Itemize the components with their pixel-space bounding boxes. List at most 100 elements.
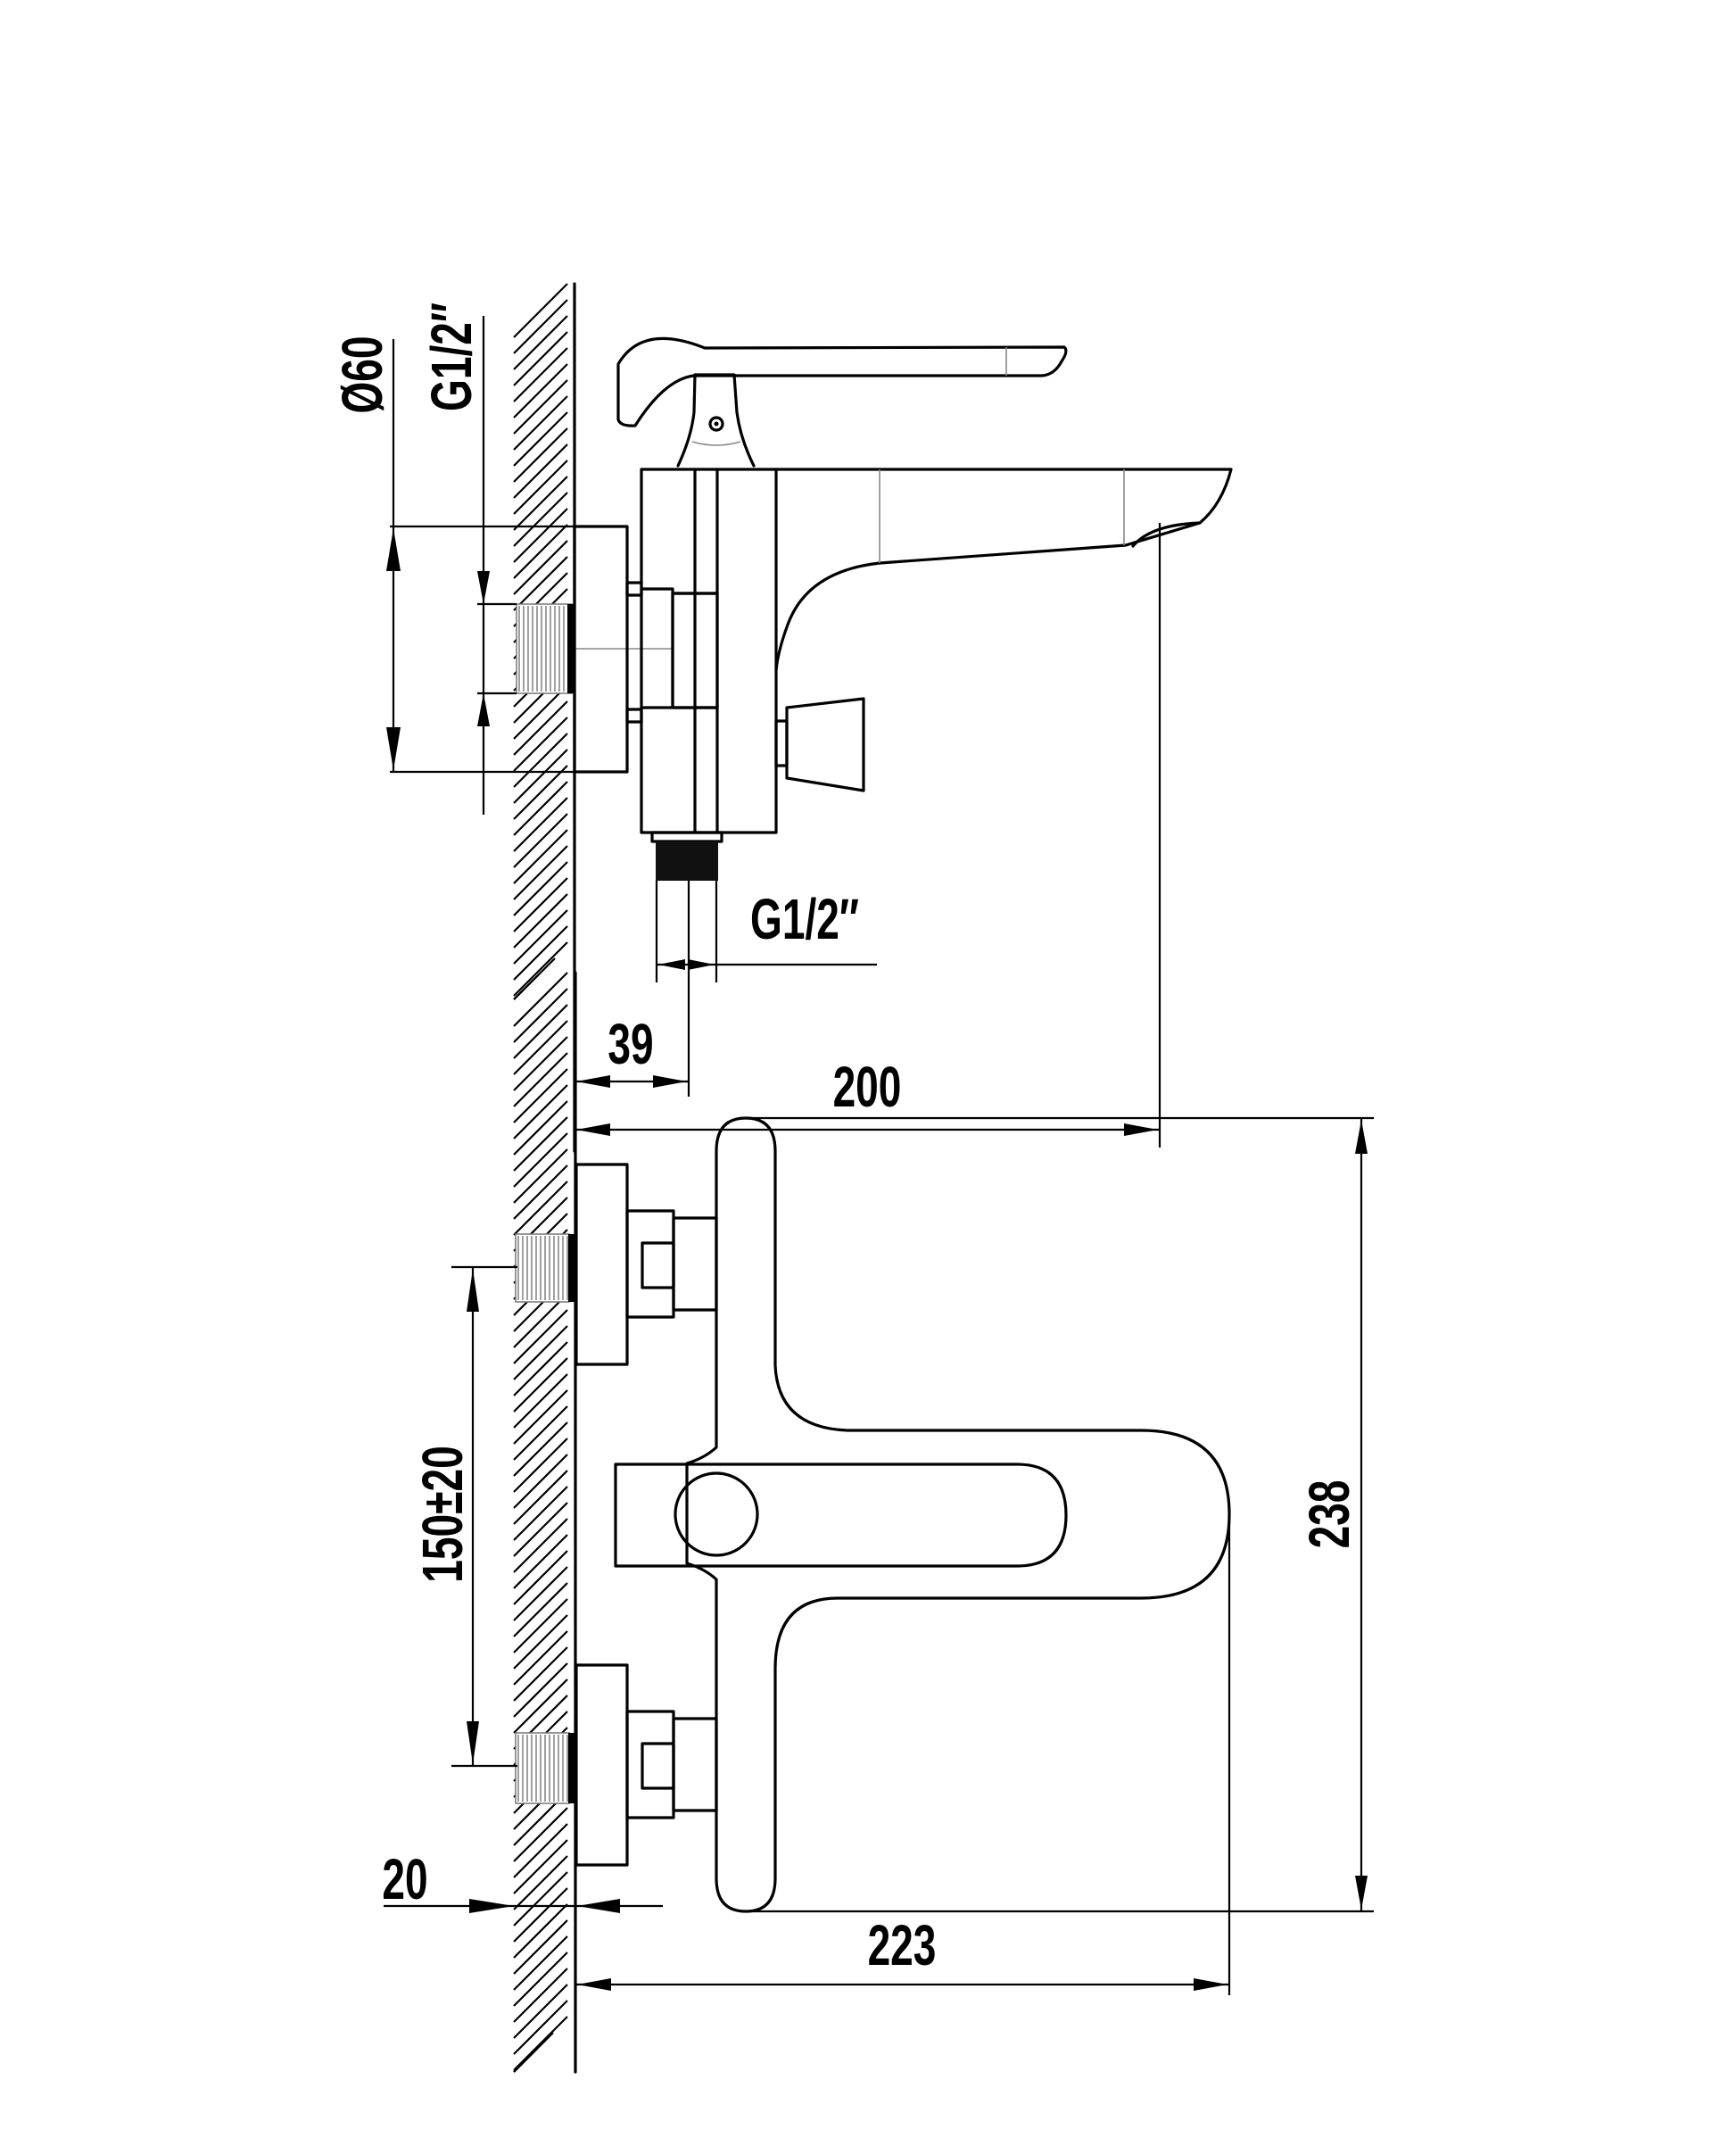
hatch-line [513, 1325, 568, 1380]
spout-top [774, 468, 1233, 672]
hatch-line [513, 1887, 568, 1943]
hatch-line [513, 1100, 568, 1156]
cartridge-cap-front [674, 1471, 759, 1557]
hatch-line [513, 556, 568, 611]
dimension-label: 39 [608, 1013, 653, 1076]
hatch-line [513, 1662, 568, 1718]
hatch-line [513, 1084, 568, 1139]
hatch-line [513, 717, 568, 772]
dimension-height: 238 [748, 1116, 1374, 1913]
hatch-line [513, 1582, 568, 1637]
hatch-line [513, 443, 568, 499]
inlet-thread-lower [515, 1732, 575, 1804]
hatch-line [513, 813, 568, 868]
hatch-line [513, 1116, 568, 1172]
hatch-line [513, 508, 568, 563]
hatch-line [513, 1614, 568, 1670]
hatch-line [513, 1132, 568, 1188]
hatch-line [513, 1871, 568, 1927]
hatch-line [513, 941, 568, 997]
hatch-line [513, 1389, 568, 1445]
hatch-line [513, 829, 568, 884]
hatch-line [513, 1502, 568, 1557]
hatch-line [513, 797, 568, 852]
hatch-line [513, 988, 568, 1043]
inlet-thread-top [516, 603, 575, 694]
hatch-line [513, 476, 568, 531]
hatch-line [513, 363, 568, 418]
inlet-thread-upper [515, 1233, 575, 1303]
outlet-thread-top [650, 831, 723, 881]
dimension-label: 150±20 [411, 1446, 475, 1582]
dimension-outlet-thread: G1/2″ [655, 881, 877, 982]
hatch-line [513, 1839, 568, 1894]
hatch-line [513, 427, 568, 483]
hatch-line [513, 492, 568, 547]
hatch-line [513, 1068, 568, 1123]
hatch-line [513, 1919, 568, 1975]
lower-connector [575, 1663, 718, 1867]
hatch-line [513, 411, 568, 467]
hatch-line [513, 861, 568, 916]
dimension-label: 223 [868, 1914, 937, 1977]
mixer-body-top [640, 468, 778, 834]
hatch-line [513, 1903, 568, 1959]
hatch-line [513, 1968, 568, 2023]
hatch-line [513, 315, 568, 370]
hatch-line [513, 1293, 568, 1348]
dimension-label: 20 [382, 1848, 427, 1911]
hatch-line [513, 347, 568, 402]
hatch-line [513, 299, 568, 354]
upper-connector [575, 1163, 718, 1366]
hatch-line [513, 990, 524, 1000]
hatch-line [513, 2016, 568, 2071]
hatch-line [513, 2064, 522, 2073]
hatch-line [513, 925, 568, 981]
hatch-line [513, 2000, 568, 2055]
hatch-line [513, 379, 568, 435]
hatch-line [513, 700, 568, 756]
hatch-line [513, 1807, 568, 1862]
hatch-line [513, 395, 568, 451]
hatch-line [513, 1405, 568, 1461]
hatch-line [513, 1566, 568, 1621]
dimension-label: 200 [833, 1056, 902, 1119]
hatch-line [513, 1052, 568, 1107]
dimension-label: Ø60 [331, 336, 394, 413]
hatch-line [513, 1036, 568, 1091]
lever-top [616, 336, 1068, 468]
hatch-line [513, 1984, 568, 2039]
dimension-inlet-spacing: 150±20 [411, 1265, 517, 1768]
hatch-line [513, 1630, 568, 1686]
dimension-total-depth: 223 [575, 1516, 1231, 1995]
dimension-spout-reach: 200 [575, 523, 1161, 1148]
hatch-line [513, 331, 568, 386]
hatch-line [513, 1421, 568, 1477]
hatch-line [513, 1309, 568, 1364]
hatch-line [513, 877, 568, 932]
hatch-line [513, 540, 568, 595]
hatch-line [513, 893, 568, 949]
hatch-line [513, 684, 568, 740]
hatch-line [513, 1518, 568, 1573]
hatch-line [513, 1004, 568, 1059]
dimension-diameter: Ø60 [331, 336, 627, 774]
hatch-line [513, 1855, 568, 1910]
hatch-line [513, 1020, 568, 1075]
hatch-line [513, 1598, 568, 1653]
hatch-line [513, 1534, 568, 1589]
top-view: Ø60 G1/2″ G1/2″ 39 [331, 282, 1233, 1153]
hatch-line [513, 765, 568, 820]
hatch-line [513, 1341, 568, 1396]
hatch-line [513, 1550, 568, 1605]
hatch-line [513, 1373, 568, 1429]
hatch-line [513, 283, 568, 338]
hatch-line [513, 1454, 568, 1509]
hatch-line [513, 1646, 568, 1702]
hatch-line [513, 1438, 568, 1493]
hatch-line [513, 845, 568, 900]
hatch-line [513, 972, 568, 1027]
mixer-body-front [685, 1116, 1231, 1913]
wall-hatch-front [513, 972, 568, 2073]
dimension-wall-depth: 20 [382, 1848, 663, 1913]
